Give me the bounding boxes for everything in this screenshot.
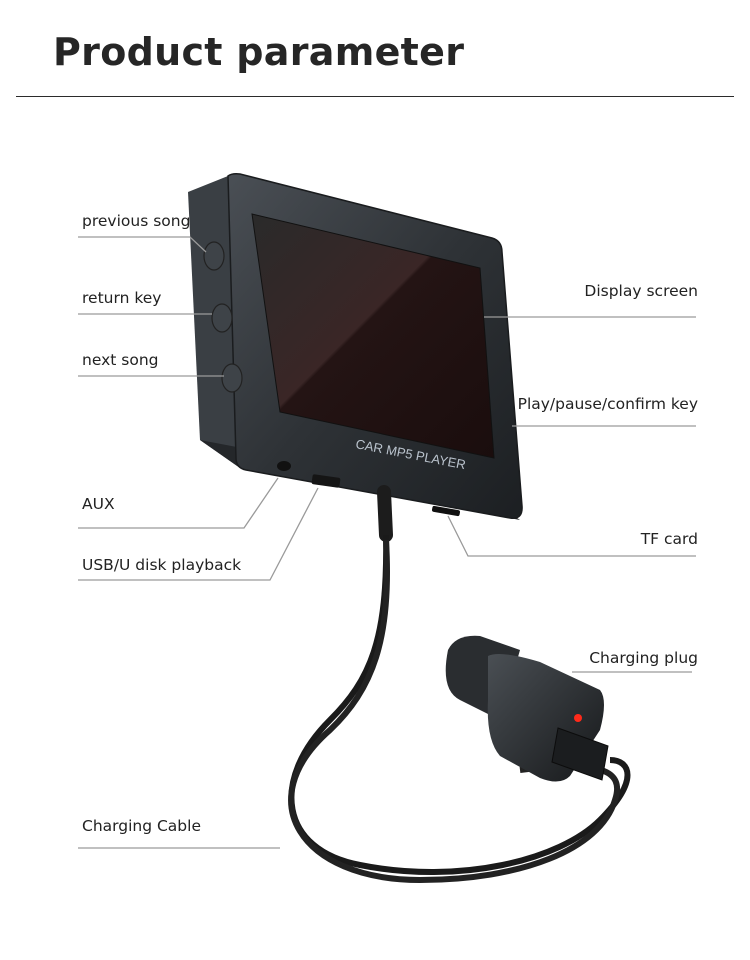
label-next-song: next song <box>82 351 159 369</box>
label-play-pause-confirm: Play/pause/confirm key <box>517 395 698 413</box>
tf-card-slot <box>432 505 460 517</box>
label-previous-song: previous song <box>82 212 191 230</box>
plug-led <box>574 714 582 722</box>
aux-port <box>277 461 291 471</box>
label-tf-card: TF card <box>640 530 698 548</box>
mp5-player-device <box>188 173 523 520</box>
usb-port <box>311 474 341 488</box>
charging-cable <box>288 485 631 884</box>
page-title: Product parameter <box>53 30 465 74</box>
label-return-key: return key <box>82 289 162 307</box>
charging-plug <box>445 635 609 782</box>
label-charging-cable: Charging Cable <box>82 817 201 835</box>
display-screen <box>251 213 495 459</box>
return-key-button <box>211 303 233 333</box>
leader-lines <box>78 236 696 849</box>
label-display-screen: Display screen <box>584 282 698 300</box>
label-aux: AUX <box>82 495 115 513</box>
label-usb-playback: USB/U disk playback <box>82 556 242 574</box>
header-divider <box>16 96 734 97</box>
label-charging-plug: Charging plug <box>589 649 698 667</box>
previous-song-button <box>203 241 225 271</box>
next-song-button <box>221 363 243 393</box>
